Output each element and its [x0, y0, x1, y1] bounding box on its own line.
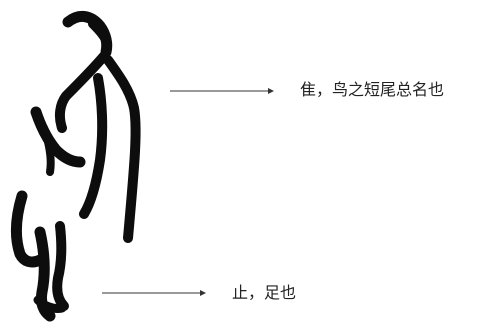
foot-right-toe-stroke — [52, 221, 69, 311]
arrowhead-bottom — [200, 290, 206, 296]
bird-spur-stroke — [40, 124, 55, 176]
leader-line-bottom — [102, 290, 206, 296]
foot-middle-stroke — [34, 226, 56, 322]
bird-wing-stroke — [30, 106, 86, 168]
bird-body-left-stroke — [54, 51, 109, 133]
bird-crest-stroke — [88, 20, 112, 50]
bird-inner-stroke — [79, 73, 108, 219]
leader-line-top — [170, 88, 274, 94]
foot-component-glyph — [10, 190, 69, 322]
bird-annotation-label: 隹，鸟之短尾总名也 — [300, 80, 445, 99]
bird-component-glyph — [30, 11, 141, 243]
arrowhead-top — [268, 88, 274, 94]
bird-tail-stroke — [103, 55, 141, 243]
foot-annotation-label: 止，足也 — [232, 283, 297, 302]
foot-base-stroke — [33, 295, 67, 313]
foot-left-toe-stroke — [10, 190, 46, 268]
